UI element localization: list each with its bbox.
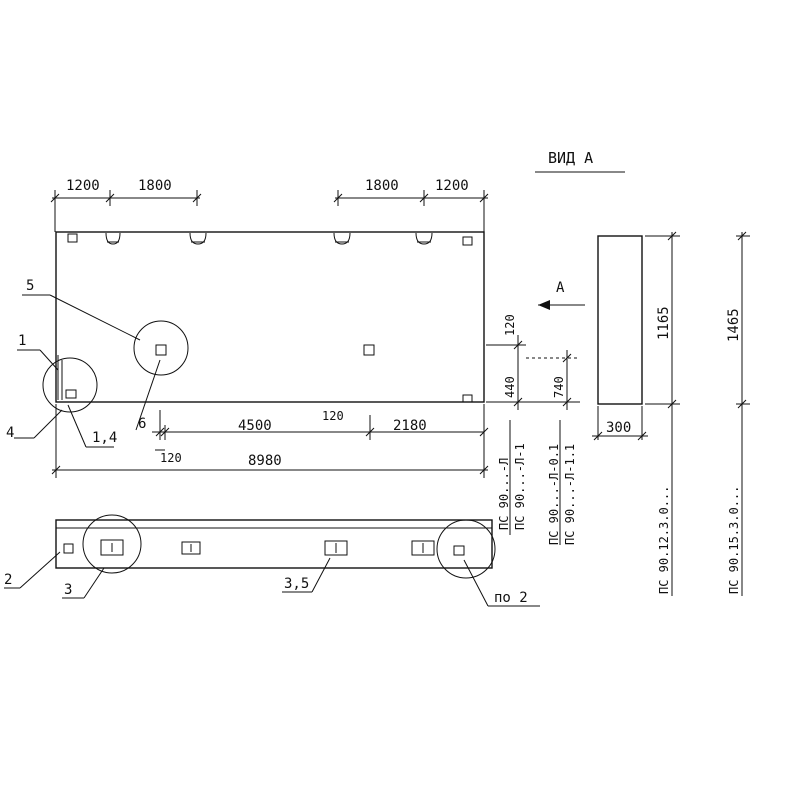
leader-3-5 [311,557,331,593]
leader-4 [33,409,63,439]
leader-5 [49,294,141,341]
dim-740: 740 [552,376,566,398]
label-ps90-12: ПС 90.12.3.0... [657,486,671,594]
detail-circle-2 [436,519,496,579]
dim-1800-right: 1800 [365,178,399,194]
dim-1465-line [736,231,750,596]
dim-1165-line [645,231,680,596]
dim-6: 6 [138,416,146,432]
view-arrow-head [538,300,550,310]
dim-300: 300 [606,420,631,436]
top-dimension-chain-right [333,190,489,232]
label-ps90-l-1: ПС 90...-Л-1 [513,443,527,530]
callout-3-5: 3,5 [284,576,309,592]
dim-2180: 2180 [393,418,427,434]
plan-embedded-parts [63,539,465,556]
leader-1 [39,349,59,371]
panel-elevation [55,231,485,403]
dim-1165: 1165 [656,306,672,340]
view-a-width-dim [592,406,648,441]
dim-1800-left: 1800 [138,178,172,194]
label-ps90-15: ПС 90.15.3.0... [727,486,741,594]
top-dimension-chain-left [50,190,202,232]
detail-circle-1-4 [42,357,98,413]
overall-dimension-line [51,404,489,478]
detail-circle-5 [133,320,189,376]
embedded-part-center [363,344,375,356]
view-a-section [597,235,643,405]
callout-2: 2 [4,572,12,588]
panel-plan [55,519,493,569]
bottom-dimension-chain [152,404,489,451]
leader-6 [135,359,161,431]
left-end-detail [57,355,77,400]
leader-po-2 [463,559,489,607]
dim-120-mid: 120 [322,409,344,423]
callout-5: 5 [26,278,34,294]
leader-2 [19,551,61,589]
dim-1200-left: 1200 [66,178,100,194]
lifting-loops [67,232,473,246]
dim-1200-right: 1200 [435,178,469,194]
callout-4: 4 [6,425,14,441]
leader-1-4 [67,404,87,448]
callout-po-2: по 2 [494,590,528,606]
dim-440: 440 [503,376,517,398]
detail-circle-3 [82,514,142,574]
label-ps90-l: ПС 90...-Л [497,458,511,530]
label-ps90-l-1-1: ПС 90...-Л-1.1 [563,444,577,545]
callout-3: 3 [64,582,72,598]
dim-8980: 8980 [248,453,282,469]
view-arrow-label: А [556,280,565,296]
view-title: ВИД А [548,149,593,167]
dim-1465: 1465 [726,308,742,342]
callout-1-4: 1,4 [92,430,117,446]
dim-4500: 4500 [238,418,272,434]
dim-120-left: 120 [160,451,182,465]
embedded-part-5 [155,344,167,356]
leader-3 [83,567,105,599]
embedded-part-corner [462,394,473,403]
label-ps90-l-0-1: ПС 90...-Л-0.1 [547,444,561,545]
side-dimension-chain [486,335,580,410]
callout-1: 1 [18,333,26,349]
dim-120-side: 120 [503,314,517,336]
